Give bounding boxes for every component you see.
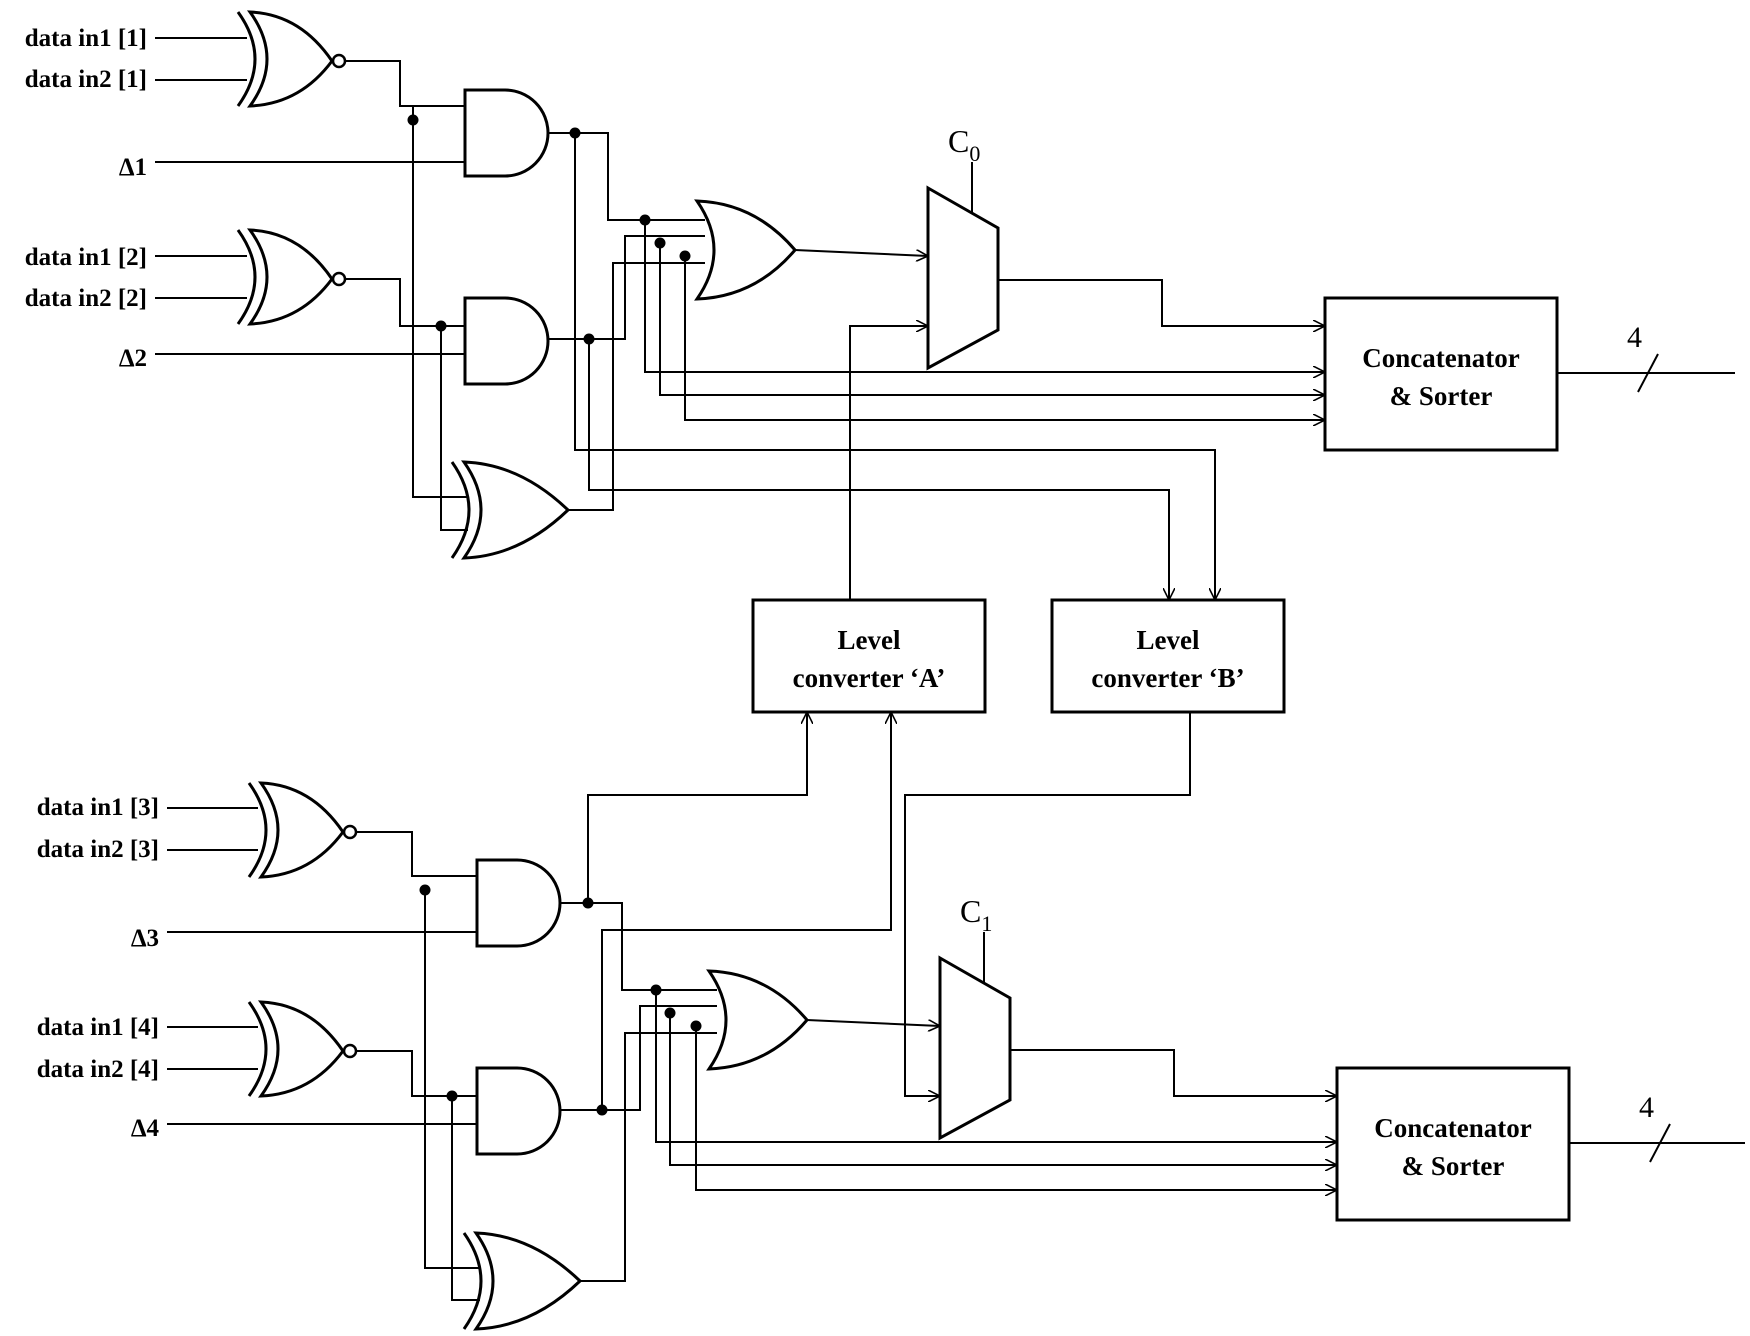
input-label-data-in2-1: data in2 [1]: [25, 66, 147, 93]
xor-gate-bottom: [462, 1231, 583, 1331]
input-label-data-in2-4: data in2 [4]: [37, 1056, 159, 1083]
input-label-data-in2-3: data in2 [3]: [37, 836, 159, 863]
svg-text:converter ‘A’: converter ‘A’: [793, 663, 946, 693]
and-gate-1: [463, 88, 550, 178]
svg-text:Concatenator: Concatenator: [1362, 343, 1519, 373]
and-gate-2: [463, 296, 550, 386]
svg-text:Concatenator: Concatenator: [1374, 1113, 1531, 1143]
level-converter-b: Level converter ‘B’: [1050, 598, 1286, 714]
or-gate-top: [694, 199, 797, 301]
concatenator-sorter-top: Concatenator & Sorter: [1323, 296, 1559, 452]
svg-text:Level: Level: [1137, 625, 1200, 655]
input-label-delta-2: Δ2: [119, 345, 147, 372]
svg-text:& Sorter: & Sorter: [1390, 381, 1493, 411]
input-label-data-in1-1: data in1 [1]: [25, 25, 147, 52]
bottom-wires: [167, 712, 1745, 1301]
mux-c1-label: C1: [960, 893, 992, 936]
mux-c0: [926, 185, 1000, 371]
or-gate-bottom: [706, 969, 809, 1071]
xnor-gate-2: [236, 228, 347, 326]
top-wires: [155, 37, 1735, 600]
svg-text:& Sorter: & Sorter: [1402, 1151, 1505, 1181]
xor-gate-top: [450, 460, 571, 560]
input-label-delta-1: Δ1: [119, 154, 147, 181]
xnor-gate-3: [247, 781, 358, 879]
xnor-gate-4: [247, 1000, 358, 1098]
input-label-data-in2-2: data in2 [2]: [25, 285, 147, 312]
svg-text:Level: Level: [838, 625, 901, 655]
input-label-data-in1-3: data in1 [3]: [37, 794, 159, 821]
top-junction-dots: [407, 114, 691, 345]
bus-width-top: 4: [1627, 321, 1642, 354]
xnor-gate-1: [236, 10, 347, 108]
concatenator-sorter-bottom: Concatenator & Sorter: [1335, 1066, 1571, 1222]
level-converter-a: Level converter ‘A’: [751, 598, 987, 714]
input-label-data-in1-2: data in1 [2]: [25, 244, 147, 271]
input-label-delta-3: Δ3: [131, 925, 159, 952]
and-gate-4: [475, 1066, 562, 1156]
bus-width-bottom: 4: [1639, 1091, 1654, 1124]
input-label-delta-4: Δ4: [131, 1115, 160, 1142]
and-gate-3: [475, 858, 562, 948]
mux-c1: [938, 955, 1012, 1141]
input-label-data-in1-4: data in1 [4]: [37, 1014, 159, 1041]
bottom-junction-dots: [419, 884, 702, 1116]
mux-c0-label: C0: [948, 123, 980, 166]
svg-text:converter ‘B’: converter ‘B’: [1091, 663, 1244, 693]
